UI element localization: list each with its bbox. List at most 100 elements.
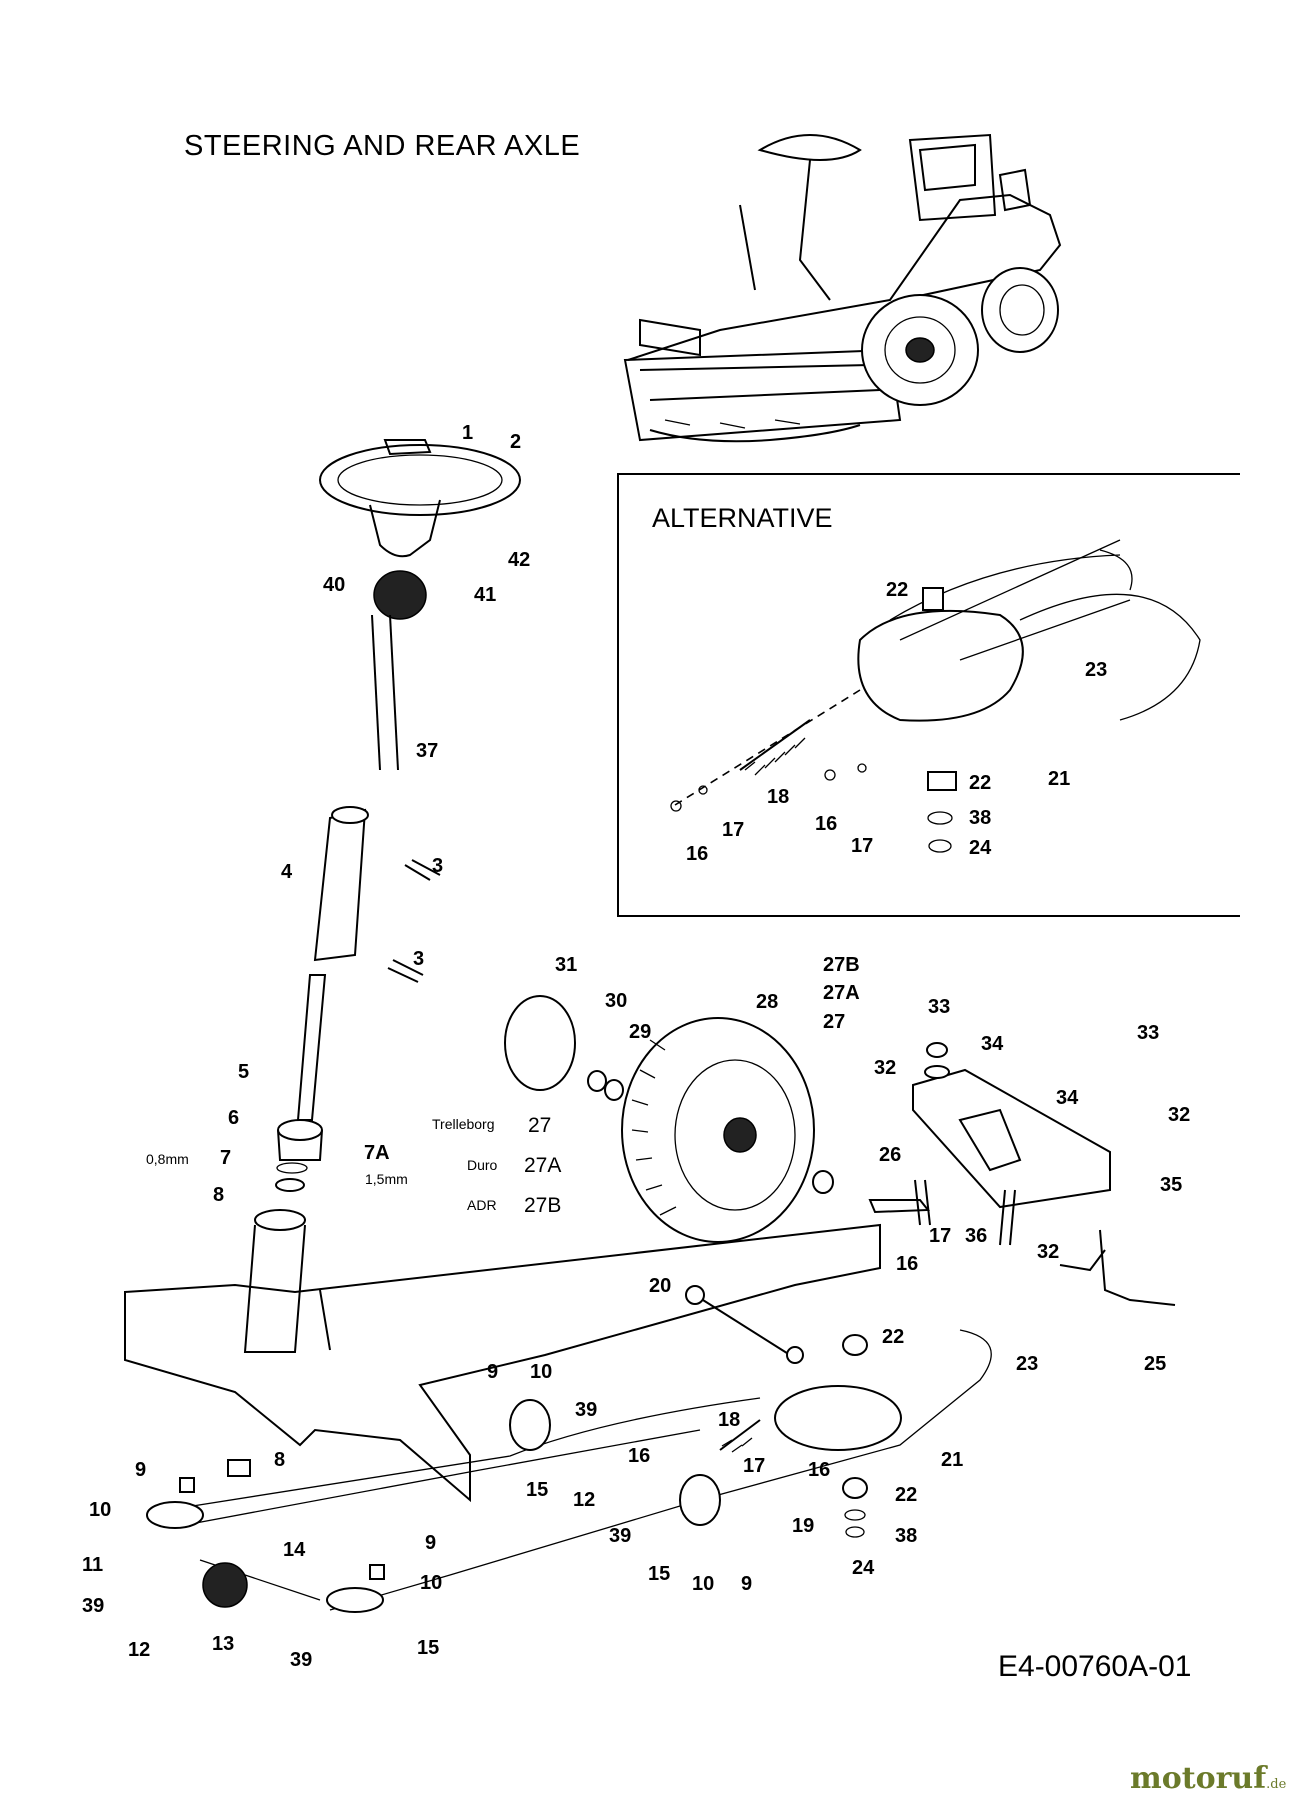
callout: 16 xyxy=(686,843,709,865)
callout: 20 xyxy=(649,1275,672,1297)
callout: 32 xyxy=(874,1057,897,1079)
callout: 24 xyxy=(969,837,992,859)
variant-brand-adr: ADR xyxy=(467,1197,497,1213)
callout: 42 xyxy=(508,549,531,571)
callout: 19 xyxy=(792,1515,815,1537)
callout: 28 xyxy=(756,991,779,1013)
callout: 17 xyxy=(722,819,745,841)
callout: 39 xyxy=(82,1595,105,1617)
rear-frame xyxy=(124,1223,881,1503)
callout: 9 xyxy=(487,1361,499,1383)
callout: 11 xyxy=(82,1554,104,1576)
callout: 17 xyxy=(929,1225,952,1247)
page-title: STEERING AND REAR AXLE xyxy=(184,130,581,162)
callout: 22 xyxy=(882,1326,905,1348)
brand-name: motoruf xyxy=(1130,1761,1267,1796)
callout: 15 xyxy=(417,1637,440,1659)
callout: 39 xyxy=(609,1525,632,1547)
callout: 32 xyxy=(1168,1104,1191,1126)
callout: 35 xyxy=(1160,1174,1183,1196)
callout: 33 xyxy=(1137,1022,1160,1044)
callout: 5 xyxy=(238,1061,250,1083)
callout: 7 xyxy=(220,1147,232,1169)
alternative-box xyxy=(617,473,1240,917)
callout: 1 xyxy=(462,422,474,444)
callout: 2 xyxy=(510,431,522,453)
callout: 24 xyxy=(852,1557,875,1579)
callout: 27 xyxy=(823,1011,846,1033)
callout: 37 xyxy=(416,740,439,762)
callout: 39 xyxy=(290,1649,313,1671)
callout: 41 xyxy=(474,584,497,606)
callout: 12 xyxy=(573,1489,596,1511)
alternative-parts xyxy=(670,539,1201,853)
callout: 33 xyxy=(928,996,951,1018)
callout: 36 xyxy=(965,1225,988,1247)
tie-rod-and-belts xyxy=(146,1285,992,1613)
callout: 16 xyxy=(815,813,838,835)
callout: 23 xyxy=(1085,659,1108,681)
callout: 38 xyxy=(969,807,992,829)
callout: 10 xyxy=(692,1573,715,1595)
callout: 4 xyxy=(281,861,293,883)
callout: 10 xyxy=(420,1572,443,1594)
callout: 9 xyxy=(425,1532,437,1554)
variant-brand-trelleborg: Trelleborg xyxy=(432,1116,495,1132)
callout: 6 xyxy=(228,1107,240,1129)
riding-mower-illustration xyxy=(623,133,1062,443)
callout: 34 xyxy=(1056,1087,1079,1109)
callout: 21 xyxy=(1048,768,1071,790)
variant-part-27: 27 xyxy=(528,1114,552,1137)
callout: 8 xyxy=(213,1184,225,1206)
callout: 30 xyxy=(605,990,628,1012)
callout: 40 xyxy=(323,574,346,596)
axle-housing xyxy=(868,1042,1176,1306)
callout: 15 xyxy=(526,1479,549,1501)
callout: 10 xyxy=(530,1361,553,1383)
callout: 17 xyxy=(851,835,874,857)
callout: 9 xyxy=(741,1573,753,1595)
callout: 23 xyxy=(1016,1353,1039,1375)
callout: 34 xyxy=(981,1033,1004,1055)
callout: 21 xyxy=(941,1449,964,1471)
brand-tld: .de xyxy=(1266,1777,1287,1792)
callout: 17 xyxy=(743,1455,766,1477)
callout: 39 xyxy=(575,1399,598,1421)
callout: 26 xyxy=(879,1144,902,1166)
callout: 9 xyxy=(135,1459,147,1481)
callout: 18 xyxy=(767,786,790,808)
callout: 22 xyxy=(886,579,909,601)
callout: 18 xyxy=(718,1409,741,1431)
callout: 29 xyxy=(629,1021,652,1043)
callout: 16 xyxy=(628,1445,651,1467)
callout: 16 xyxy=(896,1253,919,1275)
note-shim-15: 1,5mm xyxy=(365,1171,408,1187)
callout: 12 xyxy=(128,1639,151,1661)
callout: 3 xyxy=(413,948,425,970)
drawing-code: E4-00760A-01 xyxy=(998,1650,1192,1683)
callout: 22 xyxy=(969,772,992,794)
variant-brand-duro: Duro xyxy=(467,1157,498,1173)
callout: 14 xyxy=(283,1539,306,1561)
rear-wheel xyxy=(504,995,834,1243)
callout: 13 xyxy=(212,1633,235,1655)
callout: 15 xyxy=(648,1563,671,1585)
note-shim-08: 0,8mm xyxy=(146,1151,189,1167)
variant-part-27b: 27B xyxy=(524,1194,562,1217)
callout: 22 xyxy=(895,1484,918,1506)
callout: 31 xyxy=(555,954,578,976)
steering-column xyxy=(243,439,521,1353)
variant-part-27a: 27A xyxy=(524,1154,562,1177)
callout: 16 xyxy=(808,1459,831,1481)
callout: 25 xyxy=(1144,1353,1167,1375)
callout: 32 xyxy=(1037,1241,1060,1263)
callout: 38 xyxy=(895,1525,918,1547)
callout: 10 xyxy=(89,1499,112,1521)
callout: 27A xyxy=(823,982,860,1004)
callout: 7A xyxy=(364,1142,390,1164)
callout: 27B xyxy=(823,954,860,976)
callout: 3 xyxy=(432,855,444,877)
callout: 8 xyxy=(274,1449,286,1471)
alternative-title: ALTERNATIVE xyxy=(652,503,833,533)
